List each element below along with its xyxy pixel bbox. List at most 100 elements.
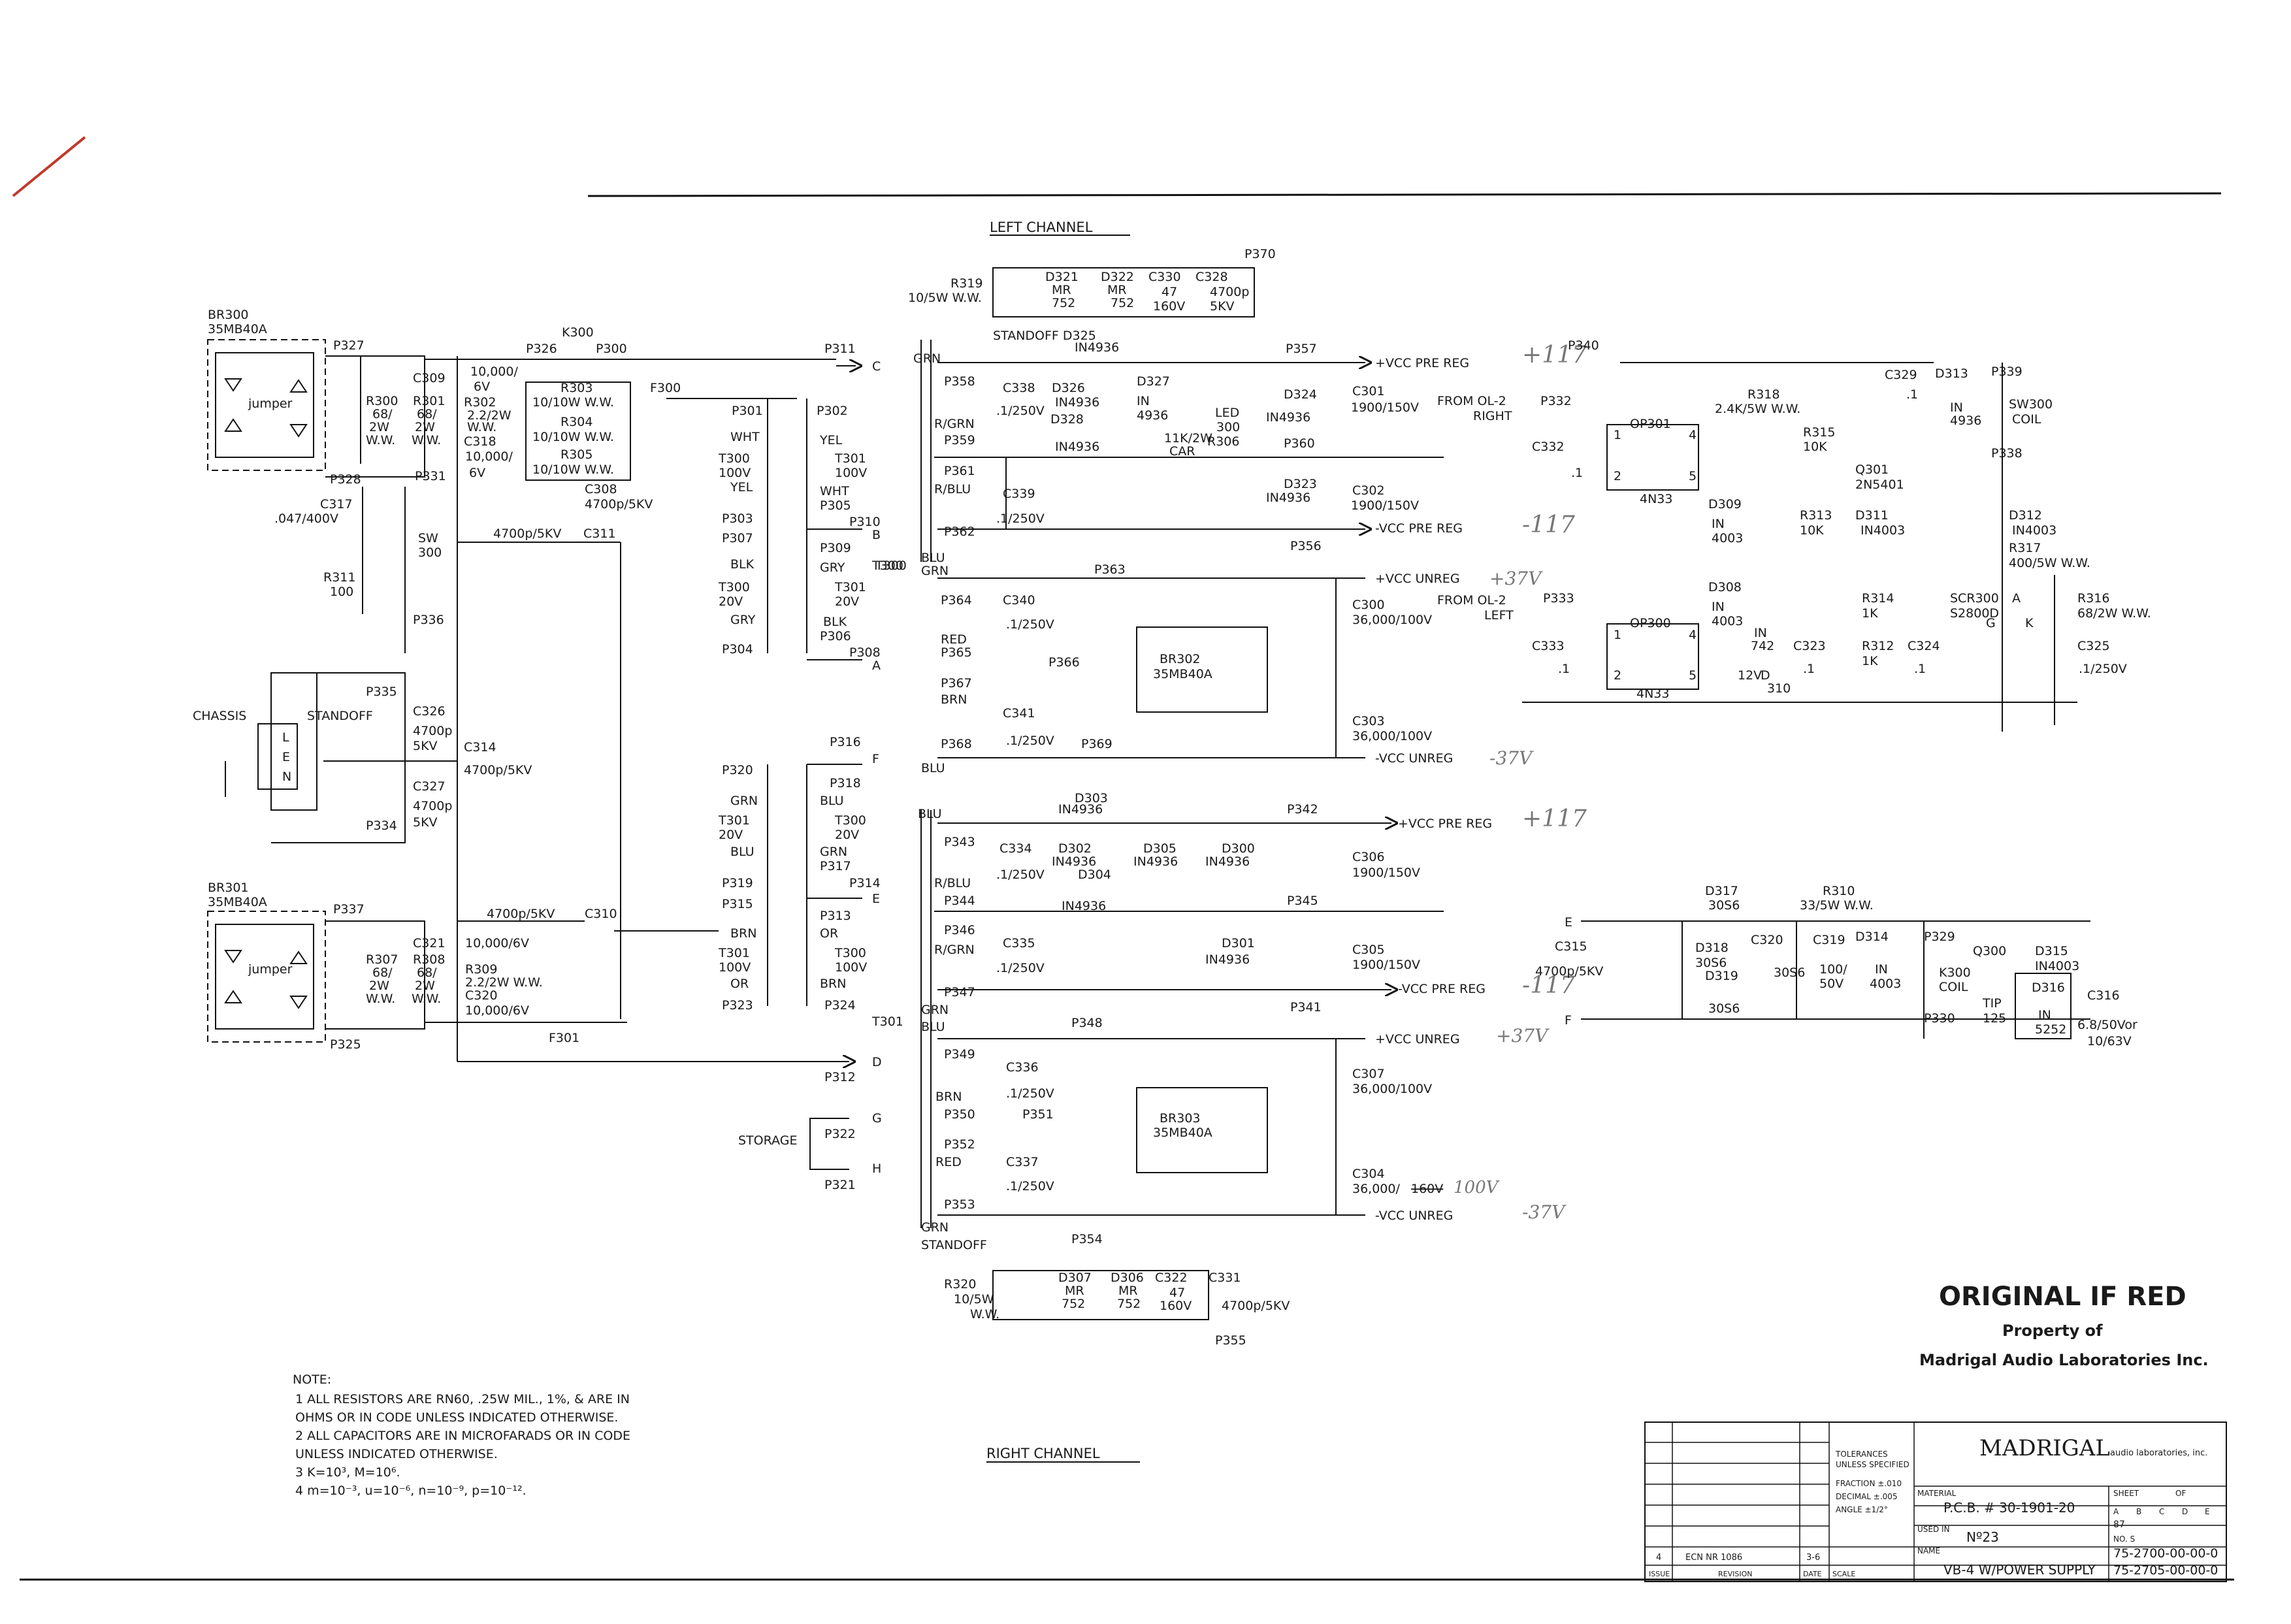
schematic-label: W.W.: [412, 433, 441, 447]
schematic-label: audio laboratories, inc.: [2110, 1448, 2207, 1458]
schematic-label: P326: [526, 342, 557, 356]
schematic-label: R316: [2077, 591, 2109, 606]
schematic-label: R302: [464, 395, 496, 410]
schematic-label: P315: [722, 897, 753, 911]
schematic-label: D313: [1935, 366, 1968, 381]
schematic-label: OR: [820, 926, 838, 941]
schematic-label: +37V: [1496, 1025, 1550, 1047]
schematic-label: R306: [1207, 434, 1239, 449]
schematic-label: +117: [1522, 805, 1587, 832]
schematic-label: P368: [941, 737, 972, 751]
schematic-label: Q301: [1855, 463, 1889, 477]
schematic-label: G: [1986, 616, 1996, 630]
schematic-label: 1: [1614, 628, 1621, 642]
schematic-label: 6V: [469, 466, 485, 480]
schematic-label: BRN: [935, 1090, 962, 1104]
schematic-label: 68/2W W.W.: [2077, 606, 2151, 621]
schematic-label: G: [872, 1111, 882, 1126]
schematic-label: C324: [1908, 639, 1940, 653]
schematic-label: P330: [1924, 1011, 1955, 1026]
schematic-label: P347: [944, 985, 975, 999]
schematic-label: T300: [834, 813, 866, 828]
schematic-label: P320: [722, 763, 753, 777]
schematic-label: P300: [596, 342, 627, 356]
schematic-label: C331: [1209, 1271, 1241, 1285]
schematic-label: D317: [1705, 884, 1738, 898]
schematic-label: 68/: [417, 966, 437, 980]
schematic-label: D318: [1695, 941, 1729, 955]
schematic-label: C314: [464, 740, 496, 755]
schematic-label: D326: [1052, 381, 1085, 395]
schematic-label: BLK: [730, 557, 755, 572]
schematic-label: STANDOFF D325: [993, 329, 1096, 343]
schematic-label: OP301: [1630, 417, 1671, 431]
schematic-label: 1K: [1862, 606, 1878, 621]
schematic-label: P349: [944, 1047, 975, 1062]
schematic-label: 100: [330, 585, 353, 599]
schematic-label: T300: [718, 580, 750, 594]
schematic-label: D316: [2032, 981, 2065, 995]
schematic-label: FRACTION ±.010: [1836, 1479, 1902, 1488]
schematic-label: 87: [2113, 1519, 2125, 1530]
schematic-label: MATERIAL: [1917, 1489, 1957, 1498]
schematic-label: 1900/150V: [1351, 498, 1419, 513]
schematic-label: P365: [941, 645, 972, 660]
schematic-label: NAME: [1917, 1546, 1940, 1555]
schematic-label: D319: [1705, 969, 1738, 983]
schematic-label: 2.2/2W: [467, 408, 512, 423]
schematic-label: +37V: [1489, 568, 1543, 589]
schematic-label: C310: [585, 907, 617, 921]
schematic-label: 10/10W W.W.: [532, 430, 614, 444]
schematic-label: 160V: [1160, 1299, 1192, 1313]
schematic-label: P360: [1284, 436, 1315, 451]
schematic-label: .1: [1803, 662, 1815, 676]
schematic-label: YEL: [730, 480, 753, 495]
schematic-label: BRN: [941, 692, 967, 707]
chassis-block: CHASSIS STANDOFF L E N P335 C326 4700p 5…: [193, 672, 532, 843]
schematic-label: 4700p: [1210, 285, 1249, 299]
schematic-label: P357: [1286, 342, 1317, 356]
schematic-label: E: [2205, 1507, 2210, 1516]
schematic-label: 35MB40A: [1153, 667, 1212, 681]
schematic-label: .1/250V: [1006, 617, 1054, 632]
schematic-label: 10/5W W.W.: [908, 291, 982, 305]
schematic-label: .1/250V: [1006, 1086, 1054, 1101]
schematic-label: 2: [1614, 469, 1621, 483]
schematic-label: T300: [834, 946, 866, 960]
schematic-label: D305: [1143, 841, 1177, 856]
schematic-label: P329: [1924, 930, 1955, 944]
schematic-label: D314: [1855, 930, 1889, 944]
schematic-label: 125: [1983, 1011, 2006, 1026]
schematic-label: C328: [1195, 270, 1228, 284]
schematic-label: 4: [1656, 1553, 1661, 1563]
transformer-right: P320 P316 F P318 GRN BLU T301 20V T300 2…: [718, 735, 903, 1029]
schematic-label: A: [2113, 1507, 2119, 1516]
schematic-label: C339: [1003, 487, 1035, 501]
schematic-label: IN4936: [1133, 854, 1178, 869]
schematic-label: C329: [1885, 368, 1917, 382]
schematic-label: VB-4 W/POWER SUPPLY: [1943, 1562, 2096, 1578]
schematic-label: 10/5W: [954, 1292, 994, 1307]
schematic-label: C305: [1352, 943, 1385, 957]
schematic-label: GRY: [730, 613, 756, 627]
schematic-label: C315: [1555, 939, 1587, 954]
schematic-label: P307: [722, 531, 753, 545]
schematic-label: +117: [1522, 342, 1587, 368]
schematic-label: 4 m=10⁻³, u=10⁻⁶, n=10⁻⁹, p=10⁻¹².: [295, 1484, 527, 1498]
schematic-label: 4: [1689, 628, 1697, 642]
schematic-label: BRN: [820, 977, 846, 991]
schematic-label: R311: [323, 570, 355, 585]
schematic-label: 2W: [369, 420, 389, 434]
schematic-label: T301: [834, 580, 866, 594]
schematic-label: P308: [849, 645, 881, 660]
schematic-label: 2W: [415, 979, 435, 993]
schematic-label: -VCC UNREG: [1375, 1209, 1453, 1223]
schematic-label: C320: [1751, 933, 1783, 947]
schematic-label: T301: [834, 451, 866, 466]
schematic-label: F301: [549, 1031, 579, 1045]
schematic-label: 310: [1767, 681, 1791, 696]
schematic-label: 47: [1162, 285, 1177, 299]
schematic-label: 300: [418, 545, 442, 560]
schematic-label: F: [1565, 1013, 1572, 1028]
schematic-label: 4936: [1137, 408, 1168, 423]
